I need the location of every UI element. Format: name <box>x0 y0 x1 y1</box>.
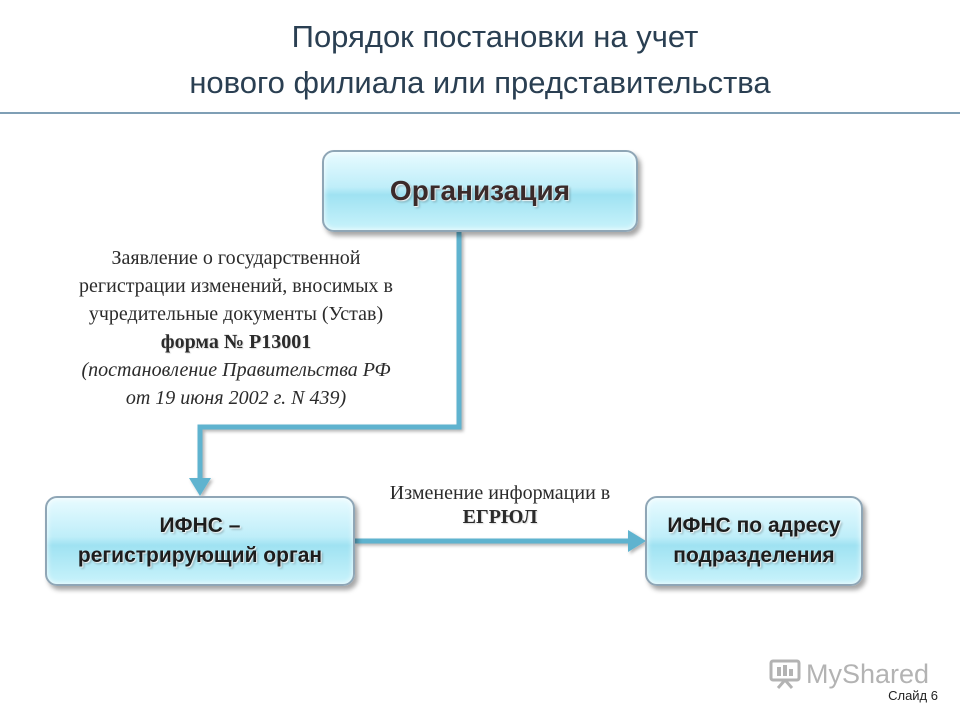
node-ifns-registering-line-2: регистрирующий орган <box>77 544 323 567</box>
myshared-watermark: MyShared <box>768 656 938 692</box>
node-ifns-subdivision-line-2: подразделения <box>673 544 835 567</box>
node-ifns-subdivision-line-1: ИФНС по адресу <box>667 514 841 537</box>
node-ifns-subdivision: ИФНС по адресу подразделения <box>645 496 863 586</box>
node-organization-label: Организация <box>389 175 571 206</box>
slide-title-line-1: Порядок постановки на учет <box>291 19 699 54</box>
egrul-label-line-2: ЕГРЮЛ <box>462 506 538 528</box>
connector-label-application: Заявление о государственной регистрации … <box>30 244 442 412</box>
application-text-line-2: регистрации изменений, вносимых в <box>79 275 393 297</box>
title-divider <box>0 112 960 114</box>
application-decree-line-1: (постановление Правительства РФ <box>81 359 391 381</box>
arrowhead-right-icon <box>628 530 646 552</box>
node-ifns-registering: ИФНС – регистрирующий орган <box>45 496 355 586</box>
slide-title: Порядок постановки на учет нового филиал… <box>0 14 960 106</box>
egrul-label-line-1: Изменение информации в <box>389 482 611 504</box>
application-form-number: форма № Р13001 <box>160 331 312 353</box>
node-ifns-registering-line-1: ИФНС – <box>159 514 241 537</box>
slide-number: Слайд 6 <box>888 688 938 703</box>
presentation-board-icon <box>769 659 801 689</box>
watermark-text: MyShared <box>806 658 930 689</box>
connector-label-egrul: Изменение информации в ЕГРЮЛ <box>360 481 640 529</box>
arrowhead-down-icon <box>189 478 211 496</box>
application-text-line-3: учредительные документы (Устав) <box>88 303 384 325</box>
application-decree-line-2: от 19 июня 2002 г. N 439) <box>125 387 347 409</box>
slide-title-line-2: нового филиала или представительства <box>189 65 771 100</box>
application-text-line-1: Заявление о государственной <box>111 247 361 269</box>
connector-org-to-ifns <box>197 232 462 483</box>
node-organization: Организация <box>322 150 638 232</box>
